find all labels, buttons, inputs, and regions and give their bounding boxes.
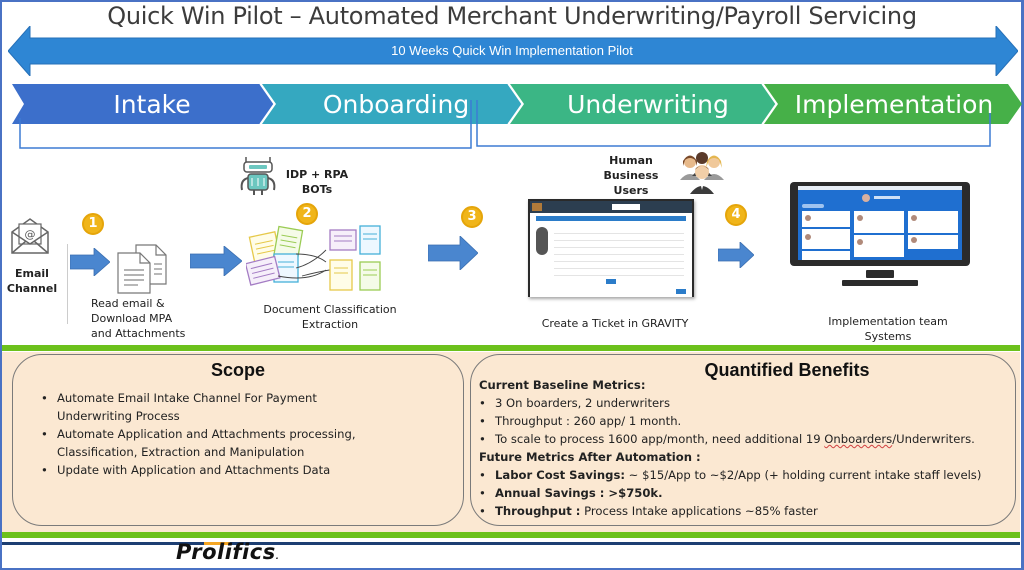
benefits-title: Quantified Benefits: [704, 360, 870, 380]
logo-mark: .: [275, 552, 280, 561]
documents-icon: [117, 244, 167, 294]
scope-item: Automate Email Intake Channel For Paymen…: [39, 389, 459, 425]
scope-item: Automate Application and Attachments pro…: [39, 425, 459, 461]
step-3-header-line: Business Users: [603, 169, 659, 197]
email-channel-label: Email Channel: [6, 266, 58, 296]
step-badge-2: 2: [296, 203, 318, 225]
current-metric-item: To scale to process 1600 app/month, need…: [477, 430, 1015, 448]
phase-onboarding: Onboarding: [322, 90, 470, 119]
gravity-button: [606, 279, 616, 284]
metric-text-flagged: Onboarders: [824, 432, 893, 446]
divider-green-top: [2, 345, 1020, 351]
phase-chevron-implementation: [764, 84, 1022, 124]
scope-item-text: Automate Application and Attachments pro…: [57, 427, 356, 441]
step-3-header: Human Business Users: [586, 153, 676, 198]
gravity-logo-icon: [532, 203, 542, 211]
metric-text: /Underwriters.: [892, 432, 975, 446]
email-channel-line1: Email: [15, 267, 49, 280]
future-metric-item: Throughput : Process Intake applications…: [477, 502, 1015, 520]
phase-chevron-intake: [12, 84, 274, 124]
scope-title: Scope: [210, 360, 266, 380]
step-1-caption-line: and Attachments: [91, 327, 186, 340]
step-4-caption-line: Systems: [864, 330, 912, 343]
step-badge-3: 3: [461, 206, 483, 228]
metric-label: Throughput :: [495, 504, 581, 518]
divider-green-bottom: [2, 532, 1020, 538]
divider: [67, 244, 68, 324]
step-3-header-line: Human: [609, 154, 653, 167]
step-2-caption: Document Classification Extraction: [255, 302, 405, 332]
gravity-table-rows: [554, 227, 684, 277]
timeline-double-arrow: [8, 26, 1018, 76]
scope-panel: Scope Automate Email Intake Channel For …: [12, 354, 464, 526]
scope-list: Automate Email Intake Channel For Paymen…: [39, 389, 459, 479]
current-metrics-heading: Current Baseline Metrics:: [479, 378, 646, 392]
phase-chevron-onboarding: [262, 84, 522, 124]
document-classification-icon: [246, 225, 381, 291]
step-2-caption-line: Extraction: [301, 318, 359, 331]
metric-label: Labor Cost Savings:: [495, 468, 625, 482]
metric-text: Process Intake applications ~85% faster: [580, 504, 818, 518]
step-badge-1: 1: [82, 213, 104, 235]
flow-arrow-2: [190, 246, 242, 276]
current-metrics-list: 3 On boarders, 2 underwriters Throughput…: [477, 394, 1015, 448]
prolifics-logo: Prolifics.: [176, 540, 279, 564]
phase-chevron-underwriting: [510, 84, 776, 124]
future-metrics-heading: Future Metrics After Automation :: [479, 450, 701, 464]
gravity-user-avatar: [536, 227, 548, 255]
step-4-caption: Implementation team Systems: [800, 314, 976, 344]
step-2-header-line: IDP + RPA: [285, 168, 349, 181]
scope-item-text: Update with Application and Attachments …: [57, 463, 331, 477]
slide-title: Quick Win Pilot – Automated Merchant Und…: [107, 2, 917, 30]
bracket-intake-onboarding: [19, 100, 472, 149]
step-4-caption-line: Implementation team: [828, 315, 948, 328]
step-badge-4: 4: [725, 204, 747, 226]
timeline-label: 10 Weeks Quick Win Implementation Pilot: [391, 43, 633, 58]
step-2-caption-line: Document Classification: [263, 303, 397, 316]
phase-intake: Intake: [113, 90, 191, 119]
metric-text: To scale to process 1600 app/month, need…: [495, 432, 825, 446]
robot-icon: [240, 157, 276, 195]
step-1-caption-line: Download MPA: [91, 312, 173, 325]
monitor-icon: [790, 182, 970, 286]
step-2-header-line: BOTs: [301, 183, 333, 196]
scope-item: Update with Application and Attachments …: [39, 461, 459, 479]
logo-accent: [204, 542, 230, 545]
gravity-table-header: [536, 216, 686, 221]
gravity-app-body: [530, 213, 692, 297]
business-users-icon: [680, 152, 724, 194]
svg-text:@: @: [25, 228, 36, 241]
flow-arrow-3: [428, 236, 478, 270]
phase-chevrons: [12, 83, 1022, 149]
gravity-button: [676, 289, 686, 294]
current-metric-item: 3 On boarders, 2 underwriters: [477, 394, 1015, 412]
benefits-panel: Quantified Benefits Current Baseline Met…: [470, 354, 1016, 526]
phase-implementation: Implementation: [794, 90, 994, 119]
footer-line: [2, 542, 1020, 545]
metric-label: Annual Savings : >$750k.: [495, 486, 663, 500]
step-1-caption: Read email & Download MPA and Attachment…: [91, 296, 201, 341]
gravity-app-header: [530, 201, 692, 213]
logo-text: Prolifics: [176, 540, 276, 564]
scope-item-text: Underwriting Process: [57, 409, 180, 423]
flow-arrow-1: [70, 248, 110, 276]
step-1-caption-line: Read email &: [91, 297, 165, 310]
gravity-search-box: [612, 204, 640, 210]
gravity-app-screenshot: [528, 199, 694, 297]
future-metric-item: Annual Savings : >$750k.: [477, 484, 1015, 502]
flow-arrow-4: [718, 242, 754, 268]
phase-underwriting: Underwriting: [567, 90, 729, 119]
metric-text: ~ $15/App to ~$2/App (+ holding current …: [624, 468, 982, 482]
future-metric-item: Labor Cost Savings: ~ $15/App to ~$2/App…: [477, 466, 1015, 484]
future-metrics-list: Labor Cost Savings: ~ $15/App to ~$2/App…: [477, 466, 1015, 520]
step-2-header: IDP + RPA BOTs: [282, 167, 352, 197]
envelope-at-icon: @: [11, 218, 49, 254]
step-3-caption: Create a Ticket in GRAVITY: [541, 317, 689, 330]
bracket-underwriting-implementation: [476, 100, 991, 147]
scope-item-text: Classification, Extraction and Manipulat…: [57, 445, 305, 459]
current-metric-item: Throughput : 260 app/ 1 month.: [477, 412, 1015, 430]
email-channel-line2: Channel: [6, 282, 58, 295]
scope-item-text: Automate Email Intake Channel For Paymen…: [57, 391, 317, 405]
